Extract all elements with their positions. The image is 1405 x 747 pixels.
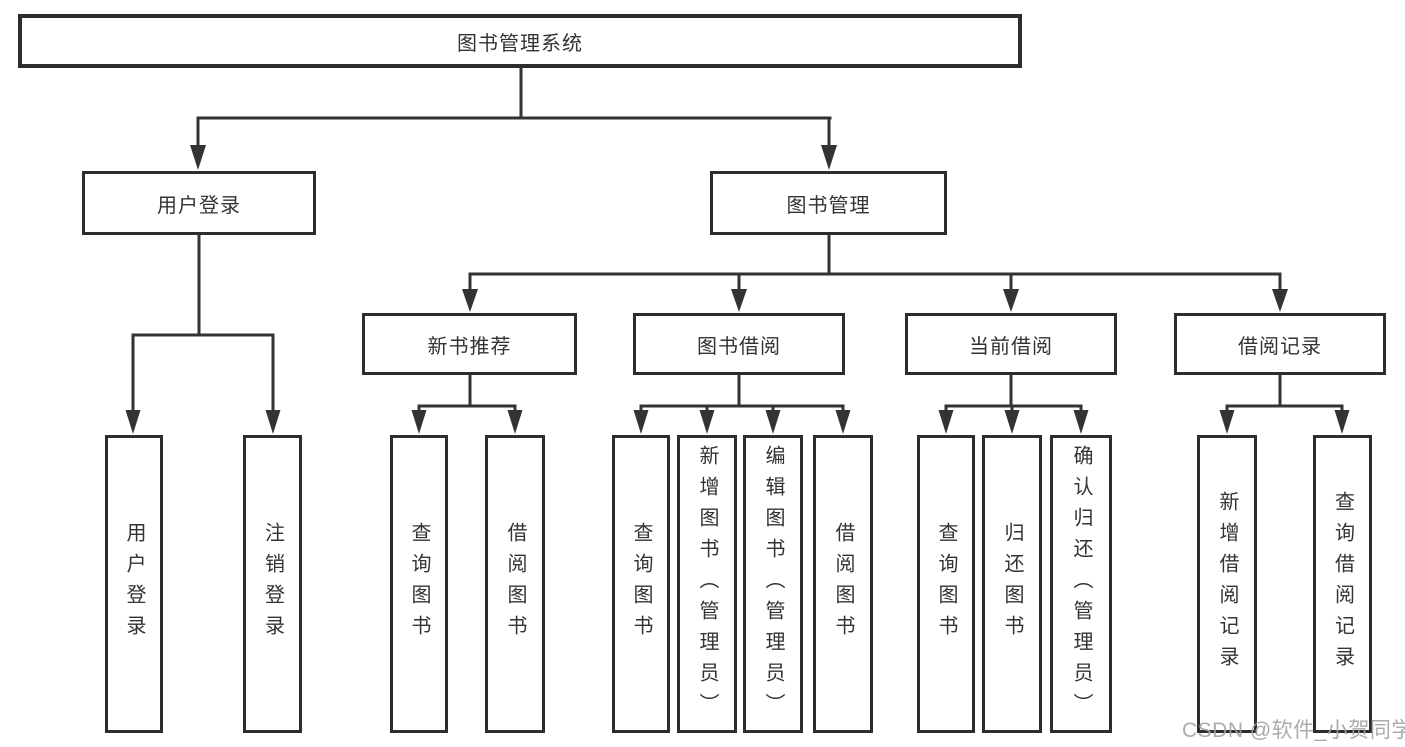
node-current-borrow: 当前借阅 <box>905 313 1117 375</box>
leaf-add-borrow-record: 新增借阅记录 <box>1197 435 1257 733</box>
node-user-login-branch: 用户登录 <box>82 171 316 235</box>
leaf-borrow-books-recommend: 借阅图书 <box>485 435 545 733</box>
node-root: 图书管理系统 <box>18 14 1022 68</box>
leaf-add-book-admin: 新增图书（管理员） <box>677 435 737 733</box>
leaf-query-borrow-record: 查询借阅记录 <box>1313 435 1372 733</box>
watermark-text: CSDN @软件_小贺同学 <box>1182 719 1405 742</box>
leaf-edit-book-admin: 编辑图书（管理员） <box>743 435 803 733</box>
leaf-logout: 注销登录 <box>243 435 302 733</box>
leaf-query-books-recommend: 查询图书 <box>390 435 448 733</box>
leaf-confirm-return-admin: 确认归还（管理员） <box>1050 435 1112 733</box>
leaf-query-books-borrow: 查询图书 <box>612 435 670 733</box>
node-book-borrow: 图书借阅 <box>633 313 845 375</box>
leaf-return-books: 归还图书 <box>982 435 1042 733</box>
leaf-query-books-current: 查询图书 <box>917 435 975 733</box>
node-book-management: 图书管理 <box>710 171 947 235</box>
node-borrow-records: 借阅记录 <box>1174 313 1386 375</box>
leaf-user-login: 用户登录 <box>105 435 163 733</box>
leaf-borrow-books: 借阅图书 <box>813 435 873 733</box>
node-new-book-recommend: 新书推荐 <box>362 313 577 375</box>
